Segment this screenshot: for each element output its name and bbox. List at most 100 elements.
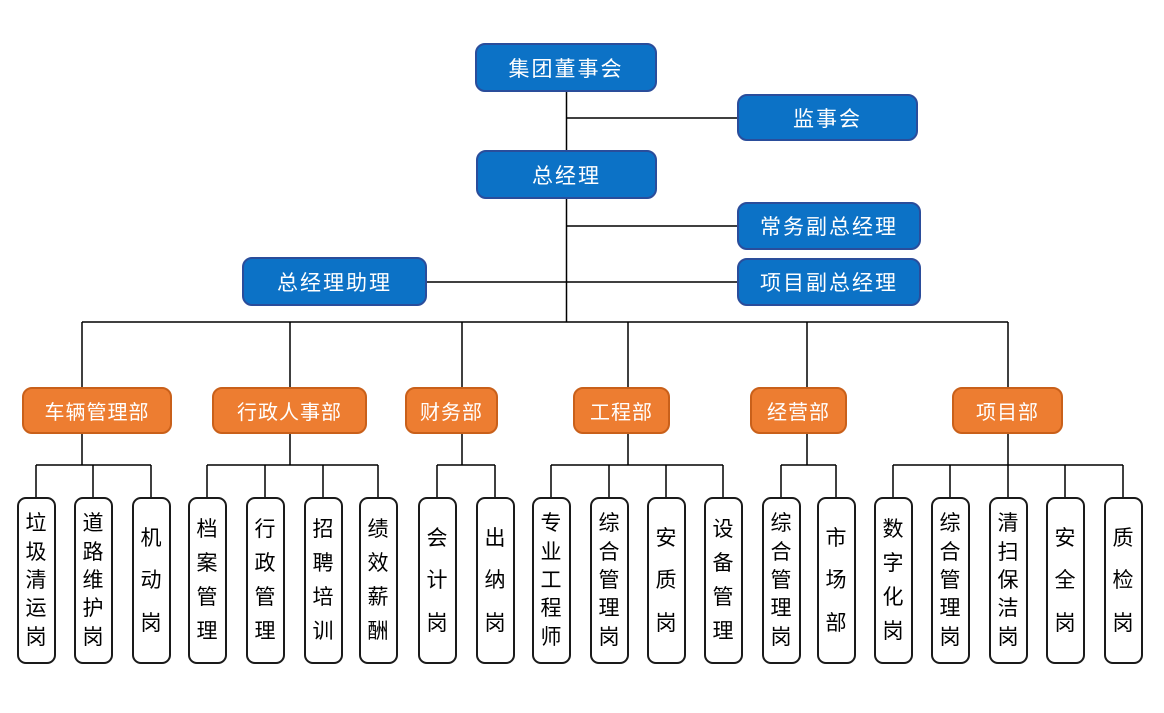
position-char: 路 (82, 540, 104, 564)
position-char: 运 (25, 597, 47, 621)
position-char: 业 (540, 540, 562, 564)
position-char: 护 (82, 597, 104, 621)
position-char: 合 (598, 540, 620, 564)
position-char: 程 (540, 597, 562, 621)
node-project-deputy-gm: 项目副总经理 (737, 258, 921, 306)
position-char: 案 (196, 552, 218, 575)
position-char: 动 (140, 569, 162, 592)
position-char: 效 (367, 552, 389, 575)
department-node: 财务部 (405, 387, 498, 434)
position-char: 管 (712, 586, 734, 609)
position-char: 部 (825, 611, 847, 635)
position-char: 安 (1054, 526, 1076, 550)
position-char: 备 (712, 552, 734, 575)
node-gm-assistant: 总经理助理 (242, 257, 427, 306)
position-char: 师 (540, 625, 562, 649)
position-char: 机 (140, 526, 162, 550)
position-node: 清扫保洁岗 (988, 497, 1028, 664)
position-char: 薪 (367, 586, 389, 609)
position-char: 工 (540, 568, 562, 592)
position-node: 行政管理 (245, 497, 285, 664)
position-char: 纳 (484, 569, 506, 592)
position-char: 岗 (140, 611, 162, 635)
position-char: 场 (825, 569, 847, 592)
position-char: 综 (939, 512, 961, 536)
position-char: 全 (1054, 569, 1076, 592)
node-executive-deputy-gm: 常务副总经理 (737, 202, 921, 250)
position-char: 合 (770, 540, 792, 564)
position-char: 聘 (312, 552, 334, 575)
position-char: 岗 (484, 611, 506, 635)
position-char: 保 (997, 568, 1019, 592)
position-char: 岗 (426, 611, 448, 635)
position-char: 管 (939, 568, 961, 592)
position-node: 设备管理 (703, 497, 743, 664)
connector-path (35, 92, 1124, 497)
position-char: 清 (25, 568, 47, 592)
position-node: 道路维护岗 (73, 497, 113, 664)
node-general-manager: 总经理 (476, 150, 657, 199)
position-char: 管 (196, 586, 218, 609)
position-node: 专业工程师 (531, 497, 571, 664)
position-node: 安质岗 (646, 497, 686, 664)
position-char: 理 (712, 620, 734, 643)
position-char: 岗 (1054, 611, 1076, 635)
position-char: 设 (712, 518, 734, 541)
position-char: 扫 (997, 540, 1019, 564)
position-char: 综 (770, 512, 792, 536)
position-char: 岗 (655, 611, 677, 635)
position-node: 综合管理岗 (589, 497, 629, 664)
position-char: 岗 (598, 625, 620, 649)
department-node: 车辆管理部 (22, 387, 172, 434)
position-node: 综合管理岗 (761, 497, 801, 664)
position-char: 会 (426, 526, 448, 550)
department-node: 工程部 (573, 387, 670, 434)
position-char: 计 (426, 569, 448, 592)
department-node: 项目部 (952, 387, 1063, 434)
position-char: 岗 (997, 625, 1019, 649)
position-node: 综合管理岗 (930, 497, 970, 664)
position-char: 数 (882, 518, 904, 541)
position-char: 垃 (25, 512, 47, 536)
position-char: 清 (997, 512, 1019, 536)
position-char: 字 (882, 552, 904, 575)
position-char: 训 (312, 620, 334, 643)
position-char: 理 (254, 620, 276, 643)
position-node: 会计岗 (417, 497, 457, 664)
position-char: 绩 (367, 518, 389, 541)
position-node: 招聘培训 (303, 497, 343, 664)
position-node: 安全岗 (1045, 497, 1085, 664)
position-char: 道 (82, 512, 104, 536)
position-char: 综 (598, 512, 620, 536)
node-supervisory-board: 监事会 (737, 94, 918, 141)
position-char: 理 (770, 597, 792, 621)
position-char: 圾 (25, 540, 47, 564)
position-char: 洁 (997, 597, 1019, 621)
position-char: 行 (254, 518, 276, 541)
position-char: 管 (770, 568, 792, 592)
department-node: 经营部 (750, 387, 847, 434)
position-char: 岗 (939, 625, 961, 649)
position-char: 酬 (367, 620, 389, 643)
position-char: 市 (825, 526, 847, 550)
position-node: 档案管理 (187, 497, 227, 664)
node-group-board: 集团董事会 (475, 43, 657, 92)
position-node: 机动岗 (131, 497, 171, 664)
position-char: 出 (484, 526, 506, 550)
position-node: 数字化岗 (873, 497, 913, 664)
position-char: 化 (882, 586, 904, 609)
position-char: 档 (196, 518, 218, 541)
position-node: 出纳岗 (475, 497, 515, 664)
position-char: 岗 (82, 625, 104, 649)
position-char: 维 (82, 568, 104, 592)
position-char: 培 (312, 586, 334, 609)
position-char: 理 (196, 620, 218, 643)
position-char: 理 (598, 597, 620, 621)
position-char: 管 (598, 568, 620, 592)
position-char: 岗 (25, 625, 47, 649)
position-char: 质 (655, 569, 677, 592)
position-char: 岗 (770, 625, 792, 649)
position-char: 安 (655, 526, 677, 550)
